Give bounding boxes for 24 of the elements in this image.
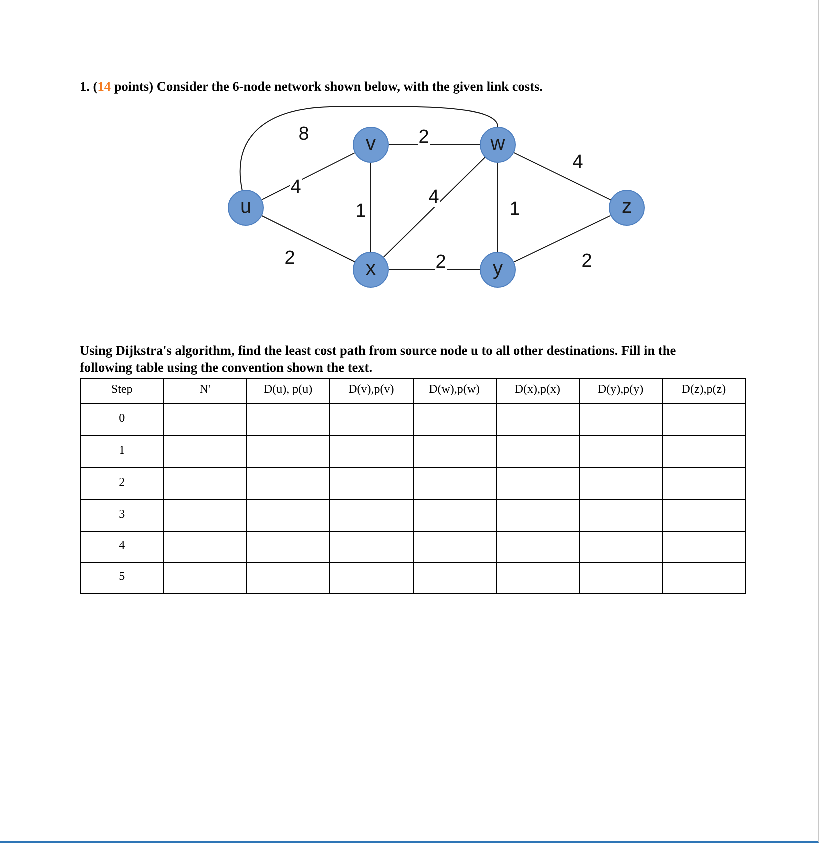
step-number: 3 — [80, 500, 164, 532]
column-header: Step — [80, 378, 164, 404]
link-line — [240, 106, 498, 191]
column-header: D(x),p(x) — [496, 378, 580, 404]
step-number: 0 — [80, 404, 164, 436]
column-header: D(y),p(y) — [579, 378, 662, 404]
column-header: D(v),p(v) — [330, 378, 413, 404]
column-header: D(u), p(u) — [246, 378, 330, 404]
column-header: N' — [164, 378, 247, 404]
question-heading: 1. (14 points) Consider the 6-node network shown below, with the given link costs. — [80, 79, 543, 95]
link-line — [262, 152, 356, 200]
column-header: D(z),p(z) — [662, 378, 746, 404]
link-line — [262, 216, 356, 262]
instructions-paragraph: Using Dijkstra's algorithm, find the least cost path from source node u to all other destinations. Fill in the following table using the convention shown the text. — [80, 342, 678, 376]
step-number: 2 — [80, 468, 164, 500]
step-number: 4 — [80, 532, 164, 562]
link-line — [514, 215, 612, 263]
step-number: 5 — [80, 562, 164, 594]
link-line — [514, 152, 612, 201]
link-line — [370, 162, 372, 252]
link-line — [383, 157, 486, 258]
step-number: 1 — [80, 436, 164, 468]
column-header: D(w),p(w) — [413, 378, 496, 404]
link-line — [388, 144, 480, 146]
